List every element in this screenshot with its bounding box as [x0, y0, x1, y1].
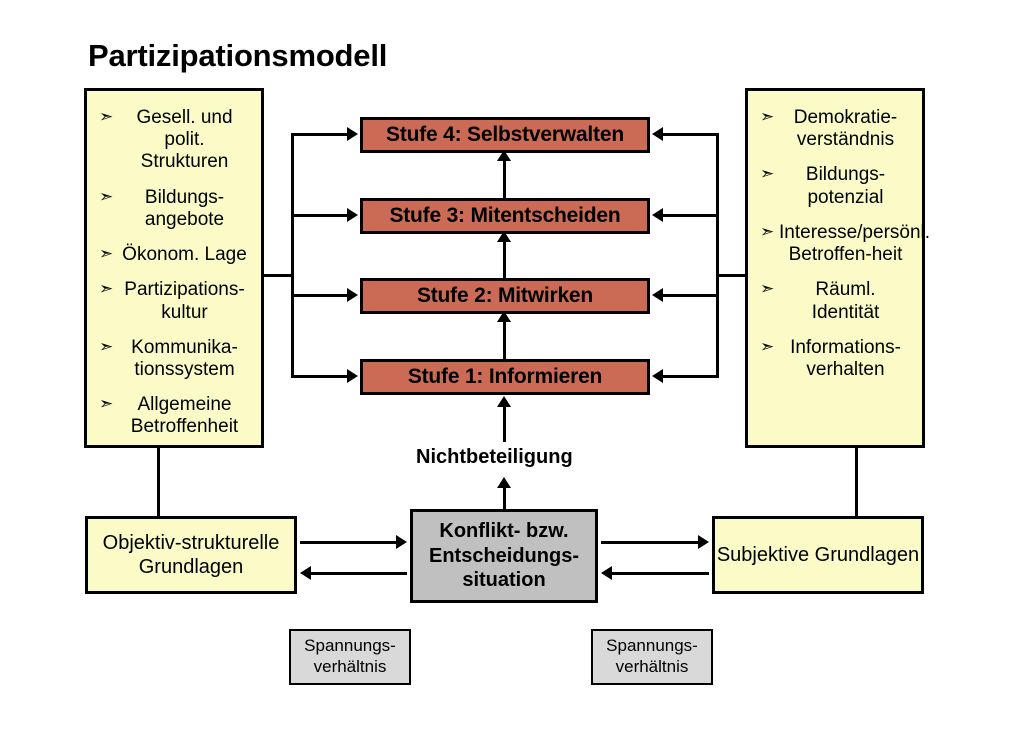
conflict-to-left-shaft	[311, 572, 407, 575]
chevron-right-icon: ➣	[760, 107, 775, 126]
stage-box-1: Stufe 1: Informieren	[360, 359, 650, 395]
list-item: ➣Kommunika-tionssystem	[99, 336, 238, 380]
nichtbeteiligung-label: Nichtbeteiligung	[416, 446, 573, 468]
left-branch-stage-1	[291, 375, 347, 378]
left-branch-stage-1-head	[347, 369, 358, 383]
left-factors-list: ➣Gesell. und polit. Strukturen ➣Bildungs…	[99, 107, 251, 439]
stage-arrow-3-to-4-shaft	[503, 159, 506, 198]
list-item: ➣Ökonom. Lage	[99, 244, 247, 266]
left-to-conflict-shaft	[300, 541, 396, 544]
right-branch-stage-3	[663, 214, 719, 217]
stage-box-3: Stufe 3: Mitentscheiden	[360, 198, 650, 234]
right-branch-stage-4-head	[652, 127, 663, 141]
stage-box-4: Stufe 4: Selbstverwalten	[360, 117, 650, 153]
list-item: ➣Räuml. Identität	[760, 279, 880, 323]
page-title: Partizipationsmodell	[88, 38, 388, 73]
left-branch-stage-4	[291, 133, 347, 136]
right-branch-stage-2	[663, 294, 719, 297]
list-item: ➣Bildungs-angebote	[99, 186, 225, 230]
right-to-conflict-head	[601, 566, 612, 580]
right-branch-stage-2-head	[652, 288, 663, 302]
nichtbeteiligung-upper-head	[497, 396, 511, 407]
left-tree-trunk	[291, 135, 294, 378]
right-branch-stage-4	[663, 133, 719, 136]
chevron-right-icon: ➣	[99, 244, 114, 264]
chevron-right-icon: ➣	[760, 221, 775, 241]
conflict-to-left-head	[300, 566, 311, 580]
stage-box-2: Stufe 2: Mitwirken	[360, 278, 650, 314]
chevron-right-icon: ➣	[760, 164, 775, 184]
right-branch-stage-1	[663, 375, 719, 378]
left-branch-stage-3-head	[347, 208, 358, 222]
conflict-to-right-head	[698, 535, 709, 549]
right-tree-trunk	[716, 135, 719, 378]
left-panel-to-ground-connector	[157, 448, 160, 517]
stage-arrow-1-to-2-shaft	[503, 320, 506, 359]
tension-box-left: Spannungs-verhältnis	[289, 629, 411, 685]
left-branch-stage-4-head	[347, 127, 358, 141]
tension-box-right: Spannungs-verhältnis	[591, 629, 713, 685]
chevron-right-icon: ➣	[99, 279, 114, 299]
stage-arrow-1-to-2-head	[497, 311, 511, 322]
nichtbeteiligung-lower-head	[497, 477, 511, 488]
left-branch-stage-2	[291, 294, 347, 297]
left-branch-stage-2-head	[347, 288, 358, 302]
list-item: ➣Gesell. und polit. Strukturen	[99, 107, 233, 173]
right-tree-stem	[716, 274, 745, 277]
list-item: ➣Informations-verhalten	[760, 336, 901, 380]
list-item: ➣Allgemeine Betroffenheit	[99, 394, 239, 438]
left-branch-stage-3	[291, 214, 347, 217]
chevron-right-icon: ➣	[760, 279, 775, 299]
chevron-right-icon: ➣	[99, 394, 114, 414]
list-item: ➣Bildungs-potenzial	[760, 164, 886, 208]
left-to-conflict-head	[396, 535, 407, 549]
list-item: ➣Partizipations-kultur	[99, 279, 245, 323]
right-to-conflict-shaft	[612, 572, 709, 575]
conflict-situation-box: Konflikt- bzw. Entscheidungs-situation	[410, 509, 598, 603]
right-factors-panel: ➣Demokratie-verständnis ➣Bildungs-potenz…	[745, 88, 931, 448]
right-branch-stage-3-head	[652, 208, 663, 222]
chevron-right-icon: ➣	[99, 107, 114, 126]
chevron-right-icon: ➣	[99, 336, 114, 356]
stage-arrow-3-to-4-head	[497, 150, 511, 161]
conflict-to-right-shaft	[601, 541, 698, 544]
stage-arrow-2-to-3-shaft	[503, 240, 506, 278]
list-item: ➣Interesse/persönl. Betroffen-heit	[760, 221, 931, 266]
list-item: ➣Demokratie-verständnis	[760, 107, 898, 151]
left-factors-panel: ➣Gesell. und polit. Strukturen ➣Bildungs…	[84, 88, 264, 448]
right-panel-to-ground-connector	[855, 448, 858, 517]
chevron-right-icon: ➣	[760, 336, 775, 356]
stage-arrow-2-to-3-head	[497, 231, 511, 242]
right-branch-stage-1-head	[652, 369, 663, 383]
nichtbeteiligung-upper-shaft	[503, 406, 506, 442]
chevron-right-icon: ➣	[99, 186, 114, 206]
subjective-foundations-box: Subjektive Grundlagen	[712, 516, 924, 594]
left-tree-stem	[264, 274, 294, 277]
right-factors-list: ➣Demokratie-verständnis ➣Bildungs-potenz…	[760, 107, 931, 381]
nichtbeteiligung-lower-shaft	[503, 486, 506, 512]
objective-foundations-box: Objektiv-strukturelle Grundlagen	[85, 516, 297, 594]
